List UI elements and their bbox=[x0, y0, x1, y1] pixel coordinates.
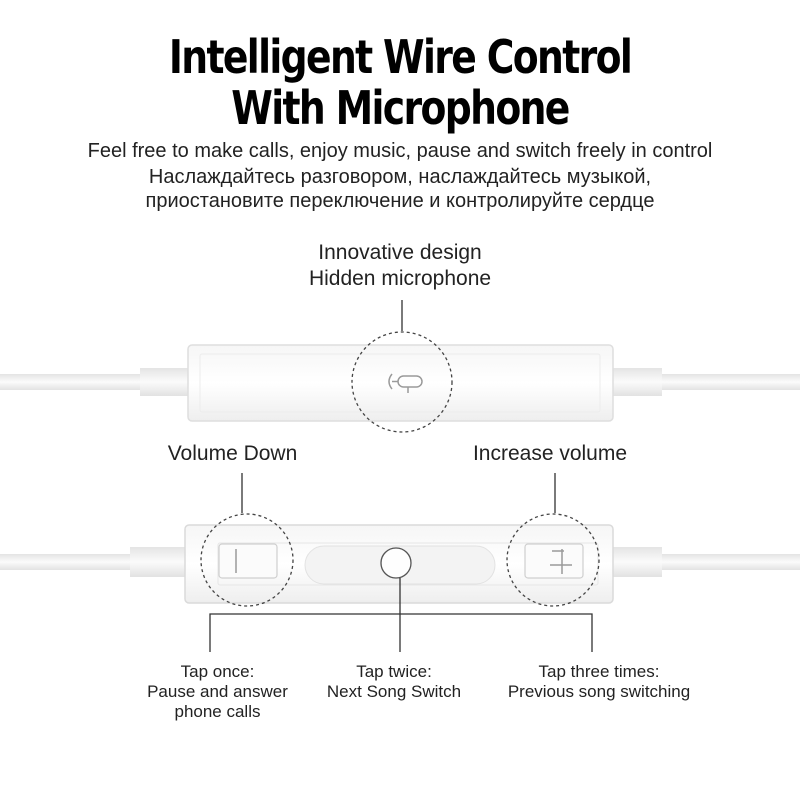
remote-housing-inner bbox=[217, 542, 599, 586]
action-tap-once-line-2: Pause and answer bbox=[147, 682, 288, 701]
wire-collar-left-bottom bbox=[130, 547, 188, 577]
wire-left-bottom bbox=[0, 554, 130, 570]
wire-right-bottom bbox=[662, 554, 800, 570]
wire-collar-right-bottom bbox=[612, 547, 662, 577]
increase-volume-label: Increase volume bbox=[472, 442, 628, 465]
wire-collar-left-top bbox=[140, 368, 192, 396]
increase-volume-button bbox=[524, 543, 584, 579]
action-tap-three-times: Tap three times: Previous song switching bbox=[480, 662, 718, 702]
microphone-caption-line-1: Innovative design bbox=[318, 241, 482, 264]
microphone-unit bbox=[0, 300, 800, 433]
page-title-line-2: With Microphone bbox=[231, 81, 570, 135]
action-tap-twice-line-2: Next Song Switch bbox=[326, 682, 462, 701]
wire-right-top bbox=[662, 374, 800, 390]
microphone-highlight-circle bbox=[351, 331, 453, 433]
volume-down-highlight-circle bbox=[200, 513, 294, 607]
action-tap-twice: Tap twice: Next Song Switch bbox=[298, 662, 490, 702]
wire-collar-right-top bbox=[612, 368, 662, 396]
action-tap-once-line-3: phone calls bbox=[174, 702, 261, 721]
increase-volume-highlight-circle bbox=[506, 513, 600, 607]
microphone-housing-inner bbox=[199, 353, 601, 413]
wire-left-top bbox=[0, 374, 140, 390]
subtitle-russian-line-1: Наслаждайтесь разговором, наслаждайтесь … bbox=[148, 166, 652, 188]
center-button-icon bbox=[380, 547, 412, 579]
microphone-caption-line-2: Hidden microphone bbox=[308, 267, 492, 290]
remote-unit bbox=[0, 473, 800, 652]
subtitle-russian-line-2: приостановите переключение и контролируй… bbox=[145, 190, 655, 212]
action-tap-twice-line-1: Tap twice: bbox=[356, 662, 432, 681]
microphone-housing bbox=[187, 344, 614, 422]
plus-icon bbox=[550, 549, 572, 574]
volume-down-label: Volume Down bbox=[167, 442, 298, 465]
microphone-caption: Innovative design Hidden microphone bbox=[0, 240, 800, 292]
action-tap-once-line-1: Tap once: bbox=[180, 662, 255, 681]
subtitle-english: Feel free to make calls, enjoy music, pa… bbox=[87, 140, 713, 162]
action-tap-once: Tap once: Pause and answer phone calls bbox=[110, 662, 325, 722]
page-title-line-1: Intelligent Wire Control bbox=[168, 30, 633, 84]
action-bracket-line bbox=[209, 613, 593, 652]
action-tap-three-times-line-2: Previous song switching bbox=[507, 682, 691, 701]
microphone-icon bbox=[388, 373, 423, 393]
action-tap-three-times-line-1: Tap three times: bbox=[538, 662, 660, 681]
volume-down-button bbox=[218, 543, 278, 579]
